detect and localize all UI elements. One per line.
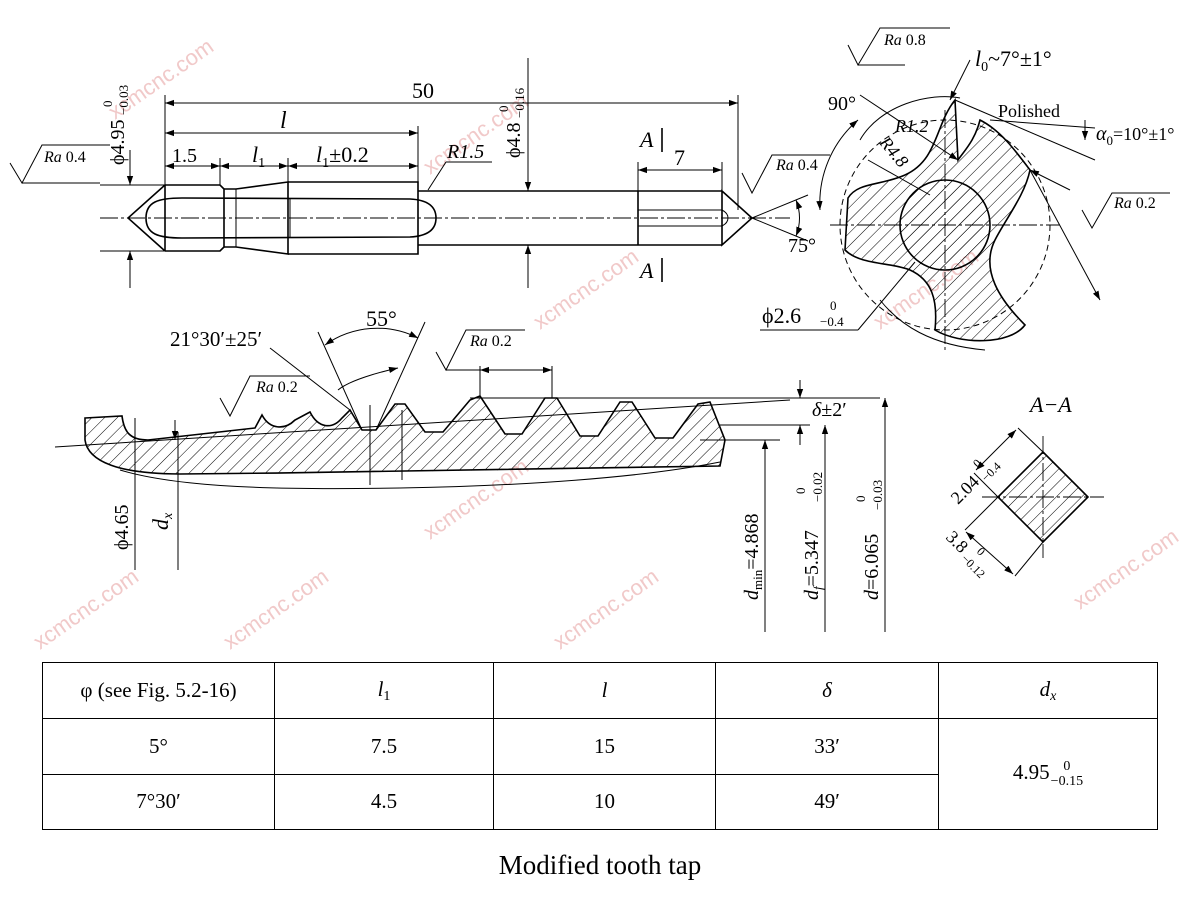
angle-55: 55° bbox=[366, 306, 397, 331]
svg-text:0: 0 bbox=[793, 488, 808, 495]
dim-l1-tol: l1±0.2 bbox=[316, 142, 369, 171]
svg-text:0: 0 bbox=[974, 544, 988, 558]
ra-top: Ra 0.8 bbox=[883, 32, 926, 49]
header-delta: δ bbox=[715, 662, 939, 719]
section-aa-title: A−A bbox=[1028, 392, 1072, 417]
svg-text:−0.03: −0.03 bbox=[116, 85, 131, 115]
polished-label: Polished bbox=[998, 101, 1060, 121]
cell-l: 10 bbox=[493, 773, 716, 830]
dim-l1: l1 bbox=[252, 142, 265, 171]
header-l: l bbox=[493, 662, 716, 719]
ra-left: Ra 0.4 bbox=[43, 149, 86, 166]
svg-text:dmin=4.868: dmin=4.868 bbox=[741, 513, 765, 600]
svg-text:−0.03: −0.03 bbox=[870, 480, 885, 510]
angle-2130: 21°30′±25′ bbox=[170, 327, 262, 351]
ra-left-thread: Ra 0.2 bbox=[255, 379, 298, 396]
core-diameter: ϕ2.6 bbox=[762, 303, 801, 328]
svg-text:d=6.065: d=6.065 bbox=[861, 534, 883, 600]
dim-l: l bbox=[280, 108, 287, 134]
alpha-angle: α0=10°±1° bbox=[1096, 123, 1174, 148]
cell-l: 15 bbox=[493, 718, 716, 775]
svg-text:−0.16: −0.16 bbox=[512, 87, 527, 118]
svg-text:0: 0 bbox=[853, 496, 868, 503]
core-diameter-upper: 0 bbox=[830, 298, 837, 313]
svg-text:df=5.347: df=5.347 bbox=[801, 530, 825, 600]
dim-diagonal: 3.8 0 −0.12 bbox=[942, 527, 988, 581]
thread-detail: 55° 21°30′±25′ Ra 0.2 Ra 0.2 δ±2′ dmin=4… bbox=[54, 306, 889, 632]
angle-90: 90° bbox=[828, 93, 856, 115]
dim-start: 1.5 bbox=[172, 145, 197, 167]
watermark: xcmcnc.com bbox=[529, 243, 643, 334]
svg-text:−0.12: −0.12 bbox=[958, 551, 988, 581]
d-label: d=6.065 0 −0.03 bbox=[853, 480, 885, 600]
spec-table: φ (see Fig. 5.2-16) l1 l δ dx 5° 7.5 15 … bbox=[42, 662, 1158, 830]
svg-text:dx: dx bbox=[148, 512, 176, 530]
table-row: 7°30′ 4.5 10 49′ bbox=[42, 773, 1158, 830]
cell-phi: 5° bbox=[42, 718, 275, 775]
figure-caption: Modified tooth tap bbox=[498, 850, 702, 880]
dx-label: dx bbox=[148, 512, 176, 530]
header-l1: l1 bbox=[274, 662, 494, 719]
svg-text:−0.02: −0.02 bbox=[810, 472, 825, 502]
svg-text:ϕ4.65: ϕ4.65 bbox=[111, 504, 133, 550]
watermark: xcmcnc.com bbox=[29, 563, 143, 650]
dim-d-front: ϕ4.95 0 −0.03 bbox=[100, 85, 131, 165]
cell-l1: 7.5 bbox=[274, 718, 494, 775]
svg-text:0: 0 bbox=[100, 101, 115, 108]
ra-right-section: Ra 0.2 bbox=[1113, 195, 1156, 212]
ra-mid: Ra 0.2 bbox=[469, 333, 512, 350]
header-dx: dx bbox=[938, 662, 1158, 719]
cell-phi: 7°30′ bbox=[42, 773, 275, 830]
tap-side-view: 75° 50 l 1.5 l1 l1±0.2 R1.5 ϕ4.95 0 −0.0… bbox=[9, 58, 830, 288]
section-mark-bottom: A bbox=[638, 258, 654, 283]
r48-label: R4.8 bbox=[875, 132, 912, 171]
watermark: xcmcnc.com bbox=[549, 563, 663, 650]
df-label: df=5.347 0 −0.02 bbox=[793, 472, 825, 600]
dim-radius: R1.5 bbox=[446, 141, 484, 163]
header-phi: φ (see Fig. 5.2-16) bbox=[42, 662, 275, 719]
watermark: xcmcnc.com bbox=[219, 563, 333, 650]
watermark: xcmcnc.com bbox=[1069, 523, 1183, 614]
dim-overall: 50 bbox=[412, 78, 434, 103]
dim-d-shank: ϕ4.8 0 −0.16 bbox=[496, 87, 527, 158]
technical-drawing: xcmcnc.com xcmcnc.com xcmcnc.com xcmcnc.… bbox=[9, 27, 1183, 650]
cell-l1: 4.5 bbox=[274, 773, 494, 830]
l0-angle: l0~7°±1° bbox=[975, 46, 1052, 75]
section-a-a: A−A 2.04 0 −0.4 3.8 0 −0.12 bbox=[942, 392, 1104, 581]
r12-label: R1.2 bbox=[894, 116, 929, 136]
angle-75: 75° bbox=[788, 235, 816, 257]
tap-cross-section: Ra 0.8 l0~7°±1° 90° Polished R1.2 R4.8 α… bbox=[760, 27, 1174, 351]
section-mark-top: A bbox=[638, 127, 654, 152]
ra-right: Ra 0.4 bbox=[775, 157, 818, 174]
delta-dim: δ±2′ bbox=[812, 399, 847, 421]
d465-label: ϕ4.65 bbox=[111, 504, 133, 550]
cell-delta: 33′ bbox=[715, 718, 939, 775]
cell-delta: 49′ bbox=[715, 773, 939, 830]
svg-text:0: 0 bbox=[496, 106, 511, 113]
dim-square: 7 bbox=[674, 145, 685, 170]
svg-text:ϕ4.8: ϕ4.8 bbox=[503, 122, 525, 158]
dmin-label: dmin=4.868 bbox=[741, 513, 765, 600]
svg-text:ϕ4.95: ϕ4.95 bbox=[107, 119, 129, 165]
table-header-row: φ (see Fig. 5.2-16) l1 l δ dx bbox=[42, 662, 1158, 719]
core-diameter-lower: −0.4 bbox=[820, 314, 844, 329]
